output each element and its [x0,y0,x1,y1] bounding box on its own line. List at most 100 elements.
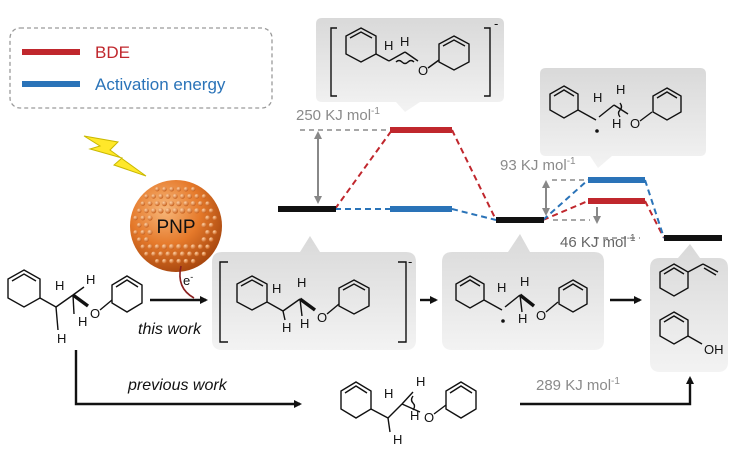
nanoparticle-bead [187,251,193,257]
nanoparticle-bead [183,258,189,264]
nanoparticle-bead [133,215,138,221]
svg-text:H: H [384,38,393,53]
nanoparticle-bead [165,207,171,214]
nanoparticle-bead [187,193,193,199]
nanoparticle-bead [172,251,178,257]
nanoparticle-bead [183,200,189,207]
nanoparticle-bead [147,229,153,235]
nanoparticle-bead [201,237,207,243]
anion-charge-bottom: - [408,254,412,269]
legend: BDE Activation energy [9,27,273,109]
svg-text:H: H [384,386,393,401]
svg-text:O: O [536,308,546,323]
anion-charge-top: - [494,16,498,31]
svg-text:H: H [297,275,306,290]
nanoparticle-bead [143,222,149,228]
nanoparticle-bead [208,208,214,214]
nanoparticle-bead [183,186,189,192]
nanoparticle-bead [143,208,149,214]
svg-text:H: H [416,374,425,389]
nanoparticle-bead [154,186,160,192]
catalyst-label: PNP [156,217,195,238]
nanoparticle-bead [162,186,167,192]
arrow-previous-up [520,376,694,406]
nanoparticle-bead [201,251,207,257]
nanoparticle-bead [176,186,182,192]
nanoparticle-bead [158,208,164,214]
nanoparticle-bead [205,229,211,235]
nanoparticle-bead [158,193,164,199]
nanoparticle-bead [136,208,142,214]
nanoparticle-bead [176,258,182,264]
nanoparticle-bead [136,237,142,242]
nanoparticle-bead [172,193,178,199]
nanoparticle-bead [212,230,218,235]
nanoparticle-bead [165,251,171,257]
reactant-molecule: H H H H O [7,269,143,346]
energy-label-289: 289 KJ mol-1 [536,376,620,394]
energy-label-93: 93 KJ mol-1 [500,156,576,174]
legend-frame [9,27,273,109]
nanoparticle-bead [168,200,175,207]
bubble-radical: H H H O [442,234,604,350]
electron-label: e- [183,272,193,288]
nanoparticle-bead [190,244,196,250]
oxygen-label: O [418,63,428,78]
hydroxyl-label: OH [704,342,724,357]
nanoparticle-bead [158,251,164,257]
nanoparticle-bead [190,201,196,207]
svg-text:H: H [78,314,87,329]
nanoparticle-bead [176,200,182,207]
nanoparticle-bead [169,258,174,264]
nanoparticle-bead [151,208,157,214]
nanoparticle-bead [205,215,211,221]
nanoparticle-bead [208,222,214,228]
bubble-transition-anion: - H H O [316,16,504,112]
svg-text:H: H [272,281,281,296]
nanoparticle-bead [201,222,207,228]
nanoparticle-bead [140,229,146,235]
nanoparticle-bead [147,244,153,250]
bubble-products: OH [650,244,728,372]
nanoparticle-bead [140,244,146,250]
nanoparticle-bead [190,258,196,264]
nanoparticle-bead [154,244,160,250]
nanoparticle-bead [147,201,153,207]
this-work-label: this work [138,321,202,338]
svg-text:H: H [57,331,66,346]
svg-text:H: H [518,311,527,326]
nanoparticle-bead [143,237,149,243]
nanoparticle-bead [169,186,174,192]
svg-text:H: H [55,278,64,293]
nanoparticle-bead [201,194,207,199]
pathway-arrows: this work previous work 289 KJ mol-1 [74,296,694,408]
energy-diagram: 250 KJ mol-1 93 KJ mol-1 46 KJ mol-1 [278,106,722,251]
svg-text:O: O [90,306,100,321]
nanoparticle-bead [133,230,138,235]
nanoparticle-bead [194,251,200,257]
nanoparticle-bead [144,251,149,257]
nanoparticle-bead [179,193,185,199]
nanoparticle-bead [194,208,200,214]
svg-text:H: H [593,90,602,105]
svg-text:H: H [612,116,621,131]
svg-text:H: H [410,408,419,423]
nanoparticle-bead [179,207,186,214]
nanoparticle-bead [194,194,200,199]
lightning-icon [83,135,147,177]
nanoparticle-bead [179,251,185,257]
nanoparticle-bead [212,215,218,221]
nanoparticle-bead [205,244,210,250]
svg-text:H: H [86,272,95,287]
nanoparticle-bead [151,194,156,199]
nanoparticle-bead [144,194,149,199]
nanoparticle-bead [161,200,168,207]
svg-text:O: O [317,310,327,325]
energy-label-250: 250 KJ mol-1 [296,106,380,124]
nanoparticle-bead [161,244,168,250]
nanoparticle-bead [176,244,182,250]
nanoparticle-bead [190,186,196,192]
nanoparticle-bead [201,208,207,214]
nanoparticle-bead [151,251,156,257]
